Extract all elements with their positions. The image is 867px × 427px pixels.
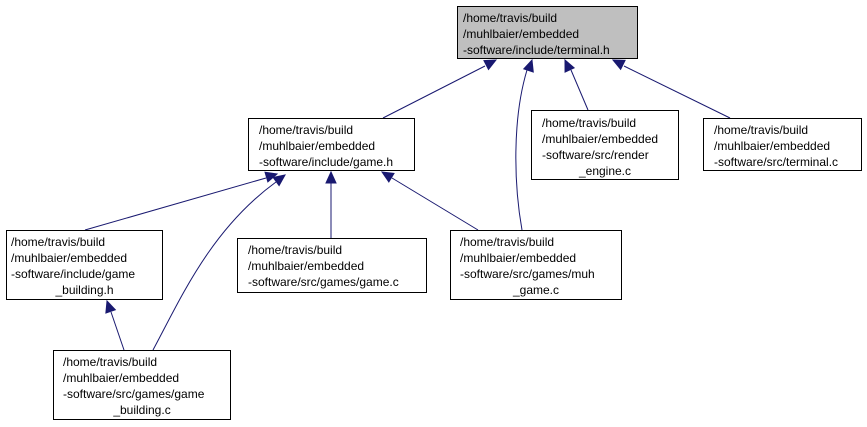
node-line: /home/travis/build xyxy=(542,116,637,130)
node-line: /muhlbaier/embedded xyxy=(63,371,180,385)
node-muh-game-c[interactable]: /home/travis/build /muhlbaier/embedded -… xyxy=(450,230,622,300)
node-line: _building.h xyxy=(55,283,114,297)
node-line: /home/travis/build xyxy=(460,235,555,249)
node-line: /muhlbaier/embedded xyxy=(248,259,365,273)
node-line: /muhlbaier/embedded xyxy=(460,251,577,265)
node-line: -software/include/terminal.h xyxy=(463,43,610,57)
arrowhead-game_c-to-game_h xyxy=(325,170,337,184)
arrowhead-game_building_c-to-game_building_h xyxy=(105,299,117,314)
arrowhead-muh_game_c-to-game_h xyxy=(380,171,395,183)
node-terminal-c[interactable]: /home/travis/build /muhlbaier/embedded -… xyxy=(703,118,862,171)
node-game-h[interactable]: /home/travis/build /muhlbaier/embedded -… xyxy=(248,118,415,171)
arrowhead-game_building_c-to-game_h xyxy=(272,174,286,187)
edge-game_building_h-to-game_h xyxy=(84,177,267,231)
arrowhead-muh_game_c-to-terminal_h xyxy=(522,58,534,73)
node-line: /home/travis/build xyxy=(714,123,809,137)
node-line: -software/src/games/muh xyxy=(460,267,595,281)
node-render-engine-c[interactable]: /home/travis/build /muhlbaier/embedded -… xyxy=(531,110,679,180)
node-line: /home/travis/build xyxy=(63,355,158,369)
node-game-c[interactable]: /home/travis/build /muhlbaier/embedded -… xyxy=(237,238,427,293)
edge-game_building_c-to-game_building_h xyxy=(110,311,125,351)
node-line: _building.c xyxy=(113,403,171,417)
node-terminal-h: /home/travis/build /muhlbaier/embedded -… xyxy=(457,6,638,59)
edge-game_building_c-to-game_h xyxy=(152,181,277,351)
edge-game_h-to-terminal_h xyxy=(382,65,486,119)
node-line: -software/src/games/game.c xyxy=(248,275,399,289)
arrowhead-render_engine_c-to-terminal_h xyxy=(564,58,576,73)
edge-terminal_c-to-terminal_h xyxy=(623,65,731,119)
node-line: -software/src/terminal.c xyxy=(714,155,839,169)
node-game-building-h[interactable]: /home/travis/build /muhlbaier/embedded -… xyxy=(6,230,163,300)
node-line: /muhlbaier/embedded xyxy=(463,27,580,41)
edge-muh_game_c-to-terminal_h xyxy=(515,69,528,231)
node-line: _game.c xyxy=(512,283,560,297)
node-line: -software/include/game xyxy=(11,267,136,281)
node-line: /muhlbaier/embedded xyxy=(542,132,659,146)
arrowhead-terminal_c-to-terminal_h xyxy=(611,59,626,71)
node-line: /home/travis/build xyxy=(248,243,343,257)
node-line: /muhlbaier/embedded xyxy=(259,139,376,153)
node-line: /home/travis/build xyxy=(463,11,558,25)
arrowhead-game_building_h-to-game_h xyxy=(264,171,279,183)
edge-muh_game_c-to-game_h xyxy=(391,177,479,231)
node-line: -software/src/render xyxy=(542,148,649,162)
node-line: /muhlbaier/embedded xyxy=(714,139,831,153)
node-line: /muhlbaier/embedded xyxy=(11,251,128,265)
node-line: _engine.c xyxy=(578,164,632,178)
node-line: -software/include/game.h xyxy=(259,155,394,169)
node-line: /home/travis/build xyxy=(259,123,354,137)
edge-render_engine_c-to-terminal_h xyxy=(570,69,589,111)
arrowhead-game_h-to-terminal_h xyxy=(483,59,498,71)
node-game-building-c[interactable]: /home/travis/build /muhlbaier/embedded -… xyxy=(53,350,231,420)
node-line: -software/src/games/game xyxy=(63,387,205,401)
node-line: /home/travis/build xyxy=(11,235,106,249)
